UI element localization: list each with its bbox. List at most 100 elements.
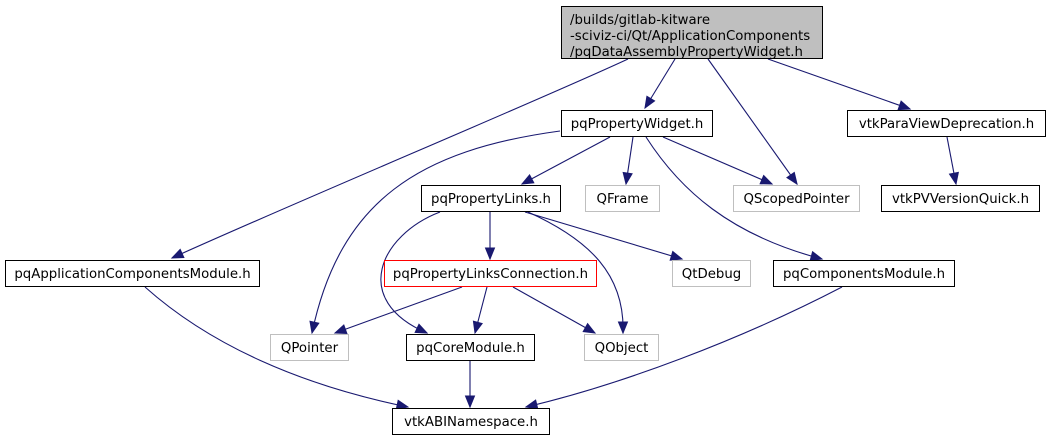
edge-pqPropertyWidget-to-QPointer (309, 130, 561, 335)
node-box (384, 260, 597, 287)
node-label: QPointer (281, 341, 339, 356)
edge-pqPropertyLinks-to-pqPropertyLinksConnection (484, 212, 496, 261)
node-label: /pqDataAssemblyPropertyWidget.h (570, 45, 803, 60)
node-label: /builds/gitlab-kitware (570, 13, 710, 28)
node-label: vtkPVVersionQuick.h (892, 192, 1029, 207)
node-box (561, 6, 823, 59)
node-label: pqCoreModule.h (416, 341, 525, 356)
node-QObject: QObject (584, 334, 659, 361)
node-QtDebug: QtDebug (672, 260, 751, 287)
node-box (392, 408, 550, 435)
node-label: pqPropertyLinksConnection.h (393, 267, 588, 282)
edge-pqPropertyLinks-to-pqCoreModule (380, 211, 441, 334)
node-label: pqComponentsModule.h (783, 267, 945, 282)
edge-line (171, 58, 629, 259)
node-pqPropertyWidget[interactable]: pqPropertyWidget.h (561, 110, 713, 137)
edge-line (525, 286, 843, 408)
arrowhead-icon (333, 324, 348, 335)
node-label: vtkABINamespace.h (404, 415, 538, 430)
edge-line (524, 211, 683, 260)
edge-line (527, 211, 624, 334)
arrowhead-icon (484, 247, 496, 261)
arrowhead-icon (622, 171, 633, 186)
node-QScopedPointer: QScopedPointer (733, 185, 860, 212)
arrowhead-icon (644, 95, 656, 110)
node-QPointer: QPointer (270, 334, 349, 361)
node-root[interactable]: /builds/gitlab-kitware-sciviz-ci/Qt/Appl… (561, 6, 823, 61)
edge-pqPropertyLinks-to-QObject (527, 211, 629, 335)
edge-pqPropertyLinksConnection-to-QObject (512, 286, 597, 334)
node-pqPropertyLinksConnection[interactable]: pqPropertyLinksConnection.h (384, 260, 597, 287)
edge-line (512, 286, 596, 334)
edge-pqCoreModule-to-vtkABINamespace (464, 361, 476, 409)
arrowhead-icon (414, 323, 429, 334)
node-box (733, 185, 860, 212)
edge-pqComponentsModule-to-vtkABINamespace (524, 286, 843, 410)
edge-line (334, 286, 463, 334)
node-QFrame: QFrame (585, 185, 660, 212)
edge-vtkParaViewDeprecation-to-vtkPVVersionQuick (946, 136, 959, 186)
arrowhead-icon (617, 321, 629, 335)
edge-root-to-vtkParaViewDeprecation (767, 58, 912, 111)
node-box (773, 260, 955, 287)
arrowhead-icon (520, 173, 535, 185)
arrowhead-icon (948, 171, 959, 186)
edge-pqPropertyWidget-to-QScopedPointer (662, 136, 774, 185)
node-box (421, 185, 561, 212)
node-label: pqPropertyWidget.h (571, 117, 704, 132)
arrowhead-icon (809, 250, 824, 262)
edge-line (662, 136, 773, 185)
arrowhead-icon (759, 174, 774, 185)
edge-pqPropertyWidget-to-pqPropertyLinks (520, 136, 611, 185)
node-pqComponentsModule[interactable]: pqComponentsModule.h (773, 260, 955, 287)
edge-pqPropertyLinksConnection-to-QPointer (333, 286, 463, 335)
edge-pqPropertyWidget-to-QFrame (622, 136, 634, 186)
edges-layer (144, 58, 959, 410)
edge-root-to-pqApplicationComponentsModule (170, 58, 629, 259)
node-label: QFrame (597, 192, 649, 207)
edge-line (707, 58, 798, 185)
node-pqCoreModule[interactable]: pqCoreModule.h (406, 334, 535, 361)
node-vtkPVVersionQuick[interactable]: vtkPVVersionQuick.h (881, 185, 1040, 212)
node-box (585, 185, 660, 212)
nodes-layer: /builds/gitlab-kitware-sciviz-ci/Qt/Appl… (5, 6, 1046, 435)
node-label: QObject (595, 341, 649, 356)
node-box (672, 260, 751, 287)
node-vtkABINamespace[interactable]: vtkABINamespace.h (392, 408, 550, 435)
node-box (270, 334, 349, 361)
node-label: QtDebug (682, 267, 741, 282)
node-label: pqPropertyLinks.h (431, 192, 551, 207)
node-label: pqApplicationComponentsModule.h (14, 267, 250, 282)
node-pqApplicationComponentsModule[interactable]: pqApplicationComponentsModule.h (5, 260, 260, 287)
arrowhead-icon (669, 250, 684, 261)
arrowhead-icon (170, 248, 185, 259)
node-box (561, 110, 713, 137)
arrowhead-icon (464, 395, 476, 409)
edge-root-to-QScopedPointer (707, 58, 798, 186)
node-box (881, 185, 1040, 212)
node-pqPropertyLinks[interactable]: pqPropertyLinks.h (421, 185, 561, 212)
node-box (847, 110, 1046, 137)
arrowhead-icon (472, 320, 483, 335)
node-label: -sciviz-ci/Qt/ApplicationComponents (570, 29, 810, 44)
arrowhead-icon (582, 322, 597, 334)
edge-root-to-pqPropertyWidget (644, 58, 676, 110)
edge-pqPropertyLinksConnection-to-pqCoreModule (472, 286, 488, 335)
edge-pqPropertyWidget-to-pqComponentsModule (645, 136, 824, 262)
edge-line (380, 211, 441, 334)
arrowhead-icon (395, 399, 410, 410)
edge-line (645, 136, 823, 260)
edge-pqPropertyLinks-to-QtDebug (524, 211, 684, 261)
arrowhead-icon (524, 399, 539, 410)
arrowhead-icon (786, 171, 798, 186)
edge-line (521, 136, 611, 185)
node-box (584, 334, 659, 361)
node-label: QScopedPointer (743, 192, 850, 207)
node-box (5, 260, 260, 287)
edge-line (767, 58, 911, 110)
node-vtkParaViewDeprecation[interactable]: vtkParaViewDeprecation.h (847, 110, 1046, 137)
edge-line (311, 130, 561, 334)
arrowhead-icon (309, 320, 320, 335)
arrowhead-icon (897, 100, 912, 111)
